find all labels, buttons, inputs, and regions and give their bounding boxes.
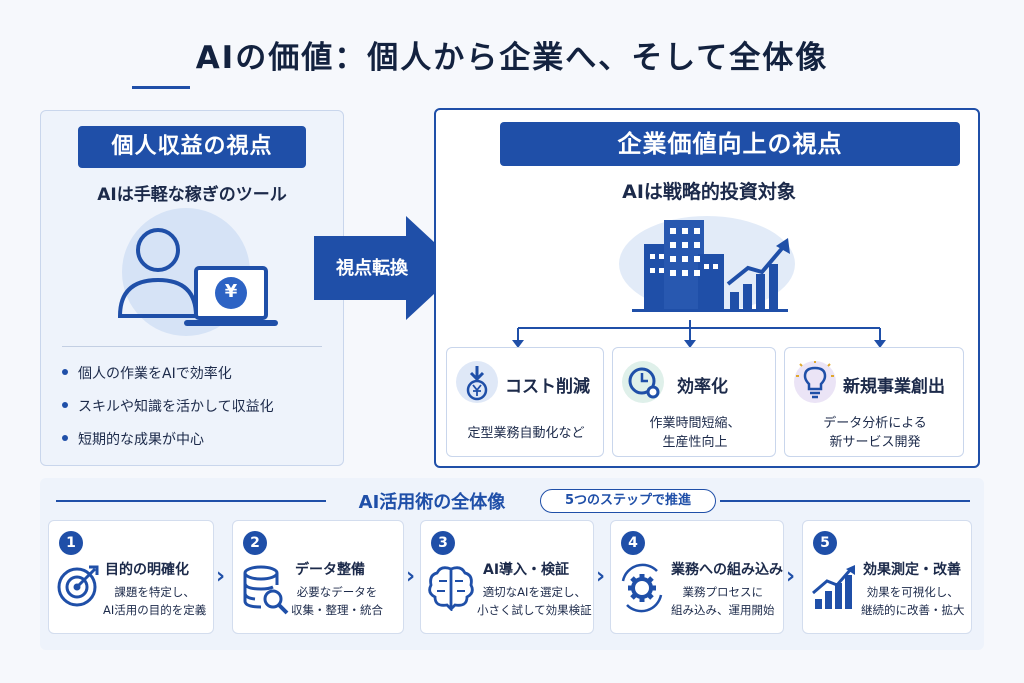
title-underline xyxy=(132,86,190,89)
step-title: AI導入・検証 xyxy=(483,562,570,578)
list-item: 短期的な成果が中心 xyxy=(60,429,330,449)
card-title: 効率化 xyxy=(677,377,728,397)
cost-reduction-card: コスト削減 定型業務自動化など xyxy=(446,347,604,457)
step-card-4: 4 業務への組み込み 業務プロセスに 組み込み、運用開始 xyxy=(610,520,784,634)
perspective-shift-label: 視点転換 xyxy=(336,258,408,279)
chevron-right-icon: › xyxy=(406,564,416,589)
card-desc: データ分析による 新サービス開発 xyxy=(823,416,927,450)
step-desc: 効果を可視化し、 継続的に改善・拡大 xyxy=(861,585,965,617)
branch-connector xyxy=(512,320,886,348)
step-number: 4 xyxy=(621,531,645,555)
left-divider xyxy=(62,346,322,347)
perspective-shift-arrow xyxy=(314,216,462,320)
yen-symbol: ¥ xyxy=(224,281,238,302)
yen-down-icon xyxy=(456,361,498,403)
step-title: データ整備 xyxy=(295,562,365,578)
step-card-3: 3 AI導入・検証 適切なAIを選定し、 小さく試して効果検証 xyxy=(420,520,594,634)
step-card-2: 2 データ整備 必要なデータを 収集・整理・統合 xyxy=(232,520,404,634)
step-desc: 適切なAIを選定し、 小さく試して効果検証 xyxy=(477,585,592,617)
card-title: 新規事業創出 xyxy=(843,377,945,397)
step-card-1: 1 目的の明確化 課題を特定し、 AI活用の目的を定義 xyxy=(48,520,214,634)
database-search-icon xyxy=(243,565,289,615)
enterprise-perspective-subtitle: AIは戦略的投資対象 xyxy=(622,181,796,203)
steps-badge: 5つのステップで推進 xyxy=(540,489,716,513)
personal-bullet-list: 個人の作業をAIで効率化 スキルや知識を活かして収益化 短期的な成果が中心 xyxy=(60,363,330,462)
step-desc: 必要なデータを 収集・整理・統合 xyxy=(291,585,383,617)
person-laptop-icon xyxy=(117,208,278,336)
steps-title: AI活用術の全体像 xyxy=(358,492,506,513)
steps-rule-right xyxy=(720,500,970,502)
enterprise-perspective-heading: 企業価値向上の視点 xyxy=(500,122,960,166)
step-title: 目的の明確化 xyxy=(105,562,189,578)
brain-icon xyxy=(428,566,474,611)
chevron-right-icon: › xyxy=(786,564,796,589)
step-number: 1 xyxy=(59,531,83,555)
building-growth-icon xyxy=(619,216,795,312)
chevron-right-icon: › xyxy=(216,564,226,589)
chevron-right-icon: › xyxy=(596,564,606,589)
gear-cycle-icon xyxy=(621,563,663,613)
step-desc: 業務プロセスに 組み込み、運用開始 xyxy=(671,585,775,617)
lightbulb-icon xyxy=(794,361,836,403)
personal-perspective-heading: 個人収益の視点 xyxy=(78,126,306,168)
personal-perspective-subtitle: AIは手軽な稼ぎのツール xyxy=(97,185,287,205)
clock-gear-icon xyxy=(622,361,664,403)
new-business-card: 新規事業創出 データ分析による 新サービス開発 xyxy=(784,347,964,457)
step-desc: 課題を特定し、 AI活用の目的を定義 xyxy=(103,585,207,617)
growth-chart-icon xyxy=(812,565,855,609)
list-item: 個人の作業をAIで効率化 xyxy=(60,363,330,383)
card-desc: 定型業務自動化など xyxy=(467,426,585,441)
card-desc: 作業時間短縮、 生産性向上 xyxy=(649,416,741,450)
step-number: 5 xyxy=(813,531,837,555)
efficiency-card: 効率化 作業時間短縮、 生産性向上 xyxy=(612,347,776,457)
step-number: 3 xyxy=(431,531,455,555)
step-number: 2 xyxy=(243,531,267,555)
steps-rule-left xyxy=(56,500,326,502)
step-title: 効果測定・改善 xyxy=(863,562,961,578)
list-item: スキルや知識を活かして収益化 xyxy=(60,396,330,416)
card-title: コスト削減 xyxy=(505,377,590,397)
page-title: AIの価値：個人から企業へ、そして全体像 xyxy=(195,40,829,76)
target-icon xyxy=(57,565,99,607)
step-card-5: 5 効果測定・改善 効果を可視化し、 継続的に改善・拡大 xyxy=(802,520,972,634)
step-title: 業務への組み込み xyxy=(671,562,783,578)
